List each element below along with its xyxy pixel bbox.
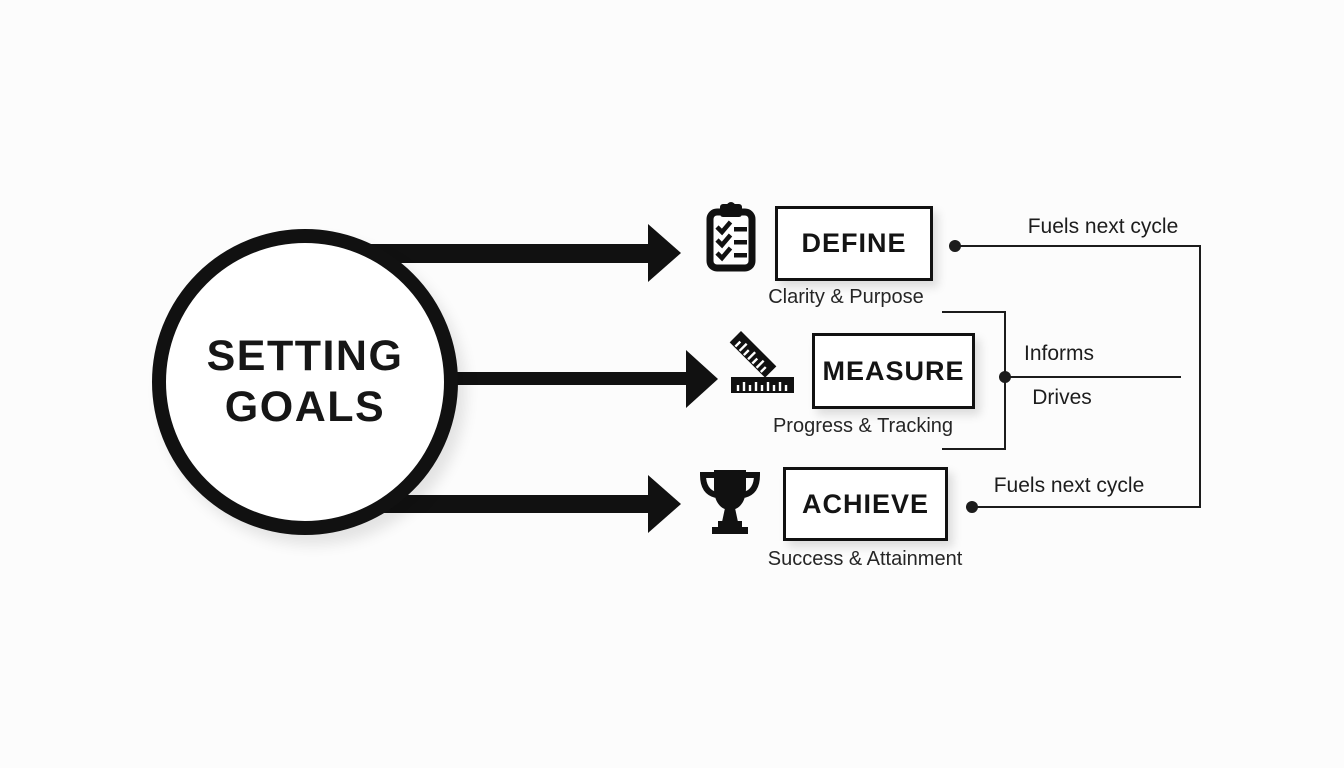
arrow-to-measure-head xyxy=(686,350,718,408)
achieve-subtitle: Success & Attainment xyxy=(767,548,963,570)
measure-box: MEASURE xyxy=(812,333,975,409)
bracket-bottom-line xyxy=(942,448,1006,450)
drives-label: Drives xyxy=(1032,386,1092,409)
cycle-right-line xyxy=(1199,245,1201,508)
informs-drives-line xyxy=(1005,376,1181,378)
setting-goals-title-line1: SETTING xyxy=(206,332,404,381)
setting-goals-circle: SETTING GOALS xyxy=(152,229,458,535)
setting-goals-title-line2: GOALS xyxy=(224,383,386,431)
checklist-clipboard-icon xyxy=(706,202,756,272)
bracket-top-line xyxy=(942,311,1006,313)
measure-subtitle: Progress & Tracking xyxy=(772,415,954,437)
cycle-top-line xyxy=(955,245,1201,247)
arrow-to-define-shaft xyxy=(365,244,650,263)
cycle-bottom-line xyxy=(972,506,1201,508)
informs-label: Informs xyxy=(1023,342,1095,365)
ruler-icon xyxy=(729,331,794,393)
define-connector-dot xyxy=(949,240,961,252)
arrow-to-define-head xyxy=(648,224,681,282)
fuels-next-cycle-bottom-label: Fuels next cycle xyxy=(993,474,1145,497)
achieve-connector-dot xyxy=(966,501,978,513)
define-label: DEFINE xyxy=(801,228,907,258)
define-subtitle: Clarity & Purpose xyxy=(768,286,924,308)
arrow-to-measure-shaft xyxy=(440,372,688,385)
define-box: DEFINE xyxy=(775,206,933,281)
achieve-box: ACHIEVE xyxy=(783,467,948,541)
measure-connector-dot xyxy=(999,371,1011,383)
setting-goals-title: SETTING GOALS xyxy=(207,331,404,432)
measure-label: MEASURE xyxy=(822,355,965,386)
trophy-icon xyxy=(699,470,761,534)
arrow-to-achieve-shaft xyxy=(365,495,650,513)
achieve-label: ACHIEVE xyxy=(801,488,930,519)
arrow-to-achieve-head xyxy=(648,475,681,533)
fuels-next-cycle-top-label: Fuels next cycle xyxy=(1027,215,1179,238)
